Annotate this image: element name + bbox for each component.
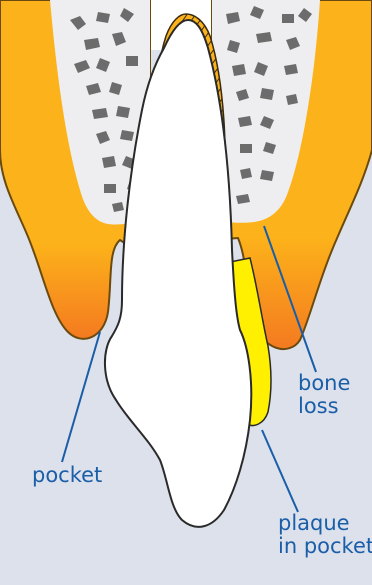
- label-plaque-in-pocket: plaque in pocket: [278, 512, 372, 558]
- label-bone-loss: bone loss: [298, 372, 350, 418]
- label-pocket: pocket: [32, 464, 102, 487]
